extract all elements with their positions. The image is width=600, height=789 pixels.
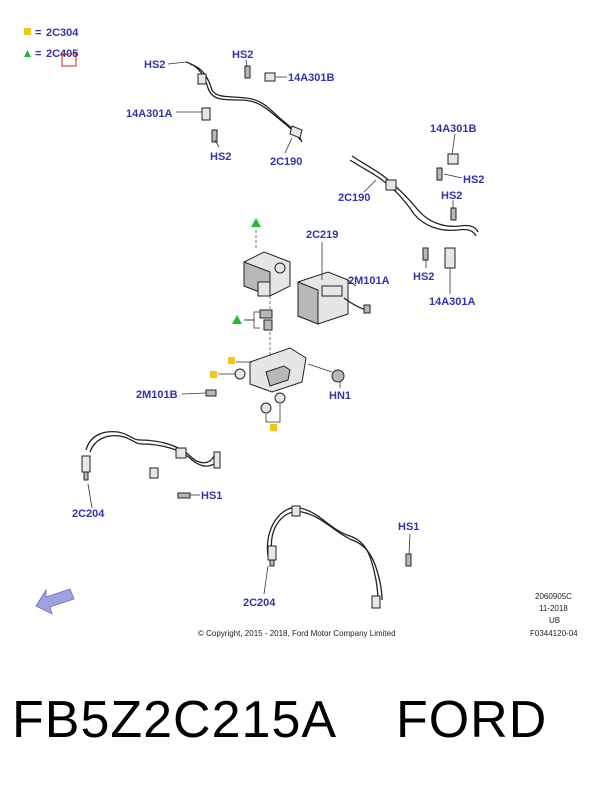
callout-2c204-right: 2C204 (243, 597, 276, 609)
part-number-caption: FB5Z2C215A FORD (12, 691, 548, 749)
square-marker-icon (24, 28, 31, 35)
upper-left-harness (167, 59, 303, 154)
callout-2m101b: 2M101B (136, 389, 178, 401)
callout-2m101a: 2M101A (348, 275, 390, 287)
callout-2c204-left: 2C204 (72, 508, 105, 520)
drawing-region: UB (549, 616, 560, 625)
bracket-marker-square-icon-1 (228, 357, 235, 364)
legend-equals-2: = (35, 48, 41, 60)
callout-2c190-left: 2C190 (270, 156, 302, 168)
callout-14a301a-left: 14A301A (126, 108, 173, 120)
callout-hs2-right-2: HS2 (441, 190, 462, 202)
parts-diagram: = 2C304 = 2C405 (24, 27, 578, 638)
selection-highlight (61, 53, 77, 67)
legend-square-code: 2C304 (46, 27, 79, 39)
lower-left-harness (81, 430, 221, 509)
drawing-date: 11-2018 (539, 604, 568, 613)
connector-marker-triangle-icon (232, 315, 242, 324)
callout-14a301a-right: 14A301A (429, 296, 476, 308)
callout-hs1-right: HS1 (398, 521, 419, 533)
abs-module-assembly (232, 218, 371, 331)
copyright-notice: © Copyright, 2015 - 2018, Ford Motor Com… (198, 629, 396, 638)
legend-equals-1: = (35, 27, 41, 39)
callout-hs2-right-1: HS2 (463, 174, 484, 186)
callout-hn1: HN1 (329, 390, 351, 402)
callout-2c219: 2C219 (306, 229, 338, 241)
legend: = 2C304 = 2C405 (24, 27, 79, 67)
figure-number: F0344120-04 (530, 629, 578, 638)
abs-marker-triangle-icon (251, 218, 261, 227)
drawing-code: 2060905C (535, 592, 572, 601)
callout-hs2-right-3: HS2 (413, 271, 434, 283)
callout-2c190-right: 2C190 (338, 192, 370, 204)
front-arrow-icon (35, 588, 75, 615)
callout-hs2-top-center: HS2 (232, 49, 253, 61)
upper-right-harness (349, 133, 479, 294)
callout-hs2-mid-left: HS2 (210, 151, 231, 163)
lower-right-harness (263, 505, 412, 609)
fastener-marker-square-icon (270, 424, 277, 431)
callout-hs1-left: HS1 (201, 490, 222, 502)
triangle-marker-icon (24, 50, 31, 57)
callout-14a301b-right: 14A301B (430, 123, 477, 135)
bracket-marker-square-icon-2 (210, 371, 217, 378)
callout-14a301b-top: 14A301B (288, 72, 335, 84)
callout-hs2-top-left: HS2 (144, 59, 165, 71)
bracket-assembly (181, 332, 345, 431)
